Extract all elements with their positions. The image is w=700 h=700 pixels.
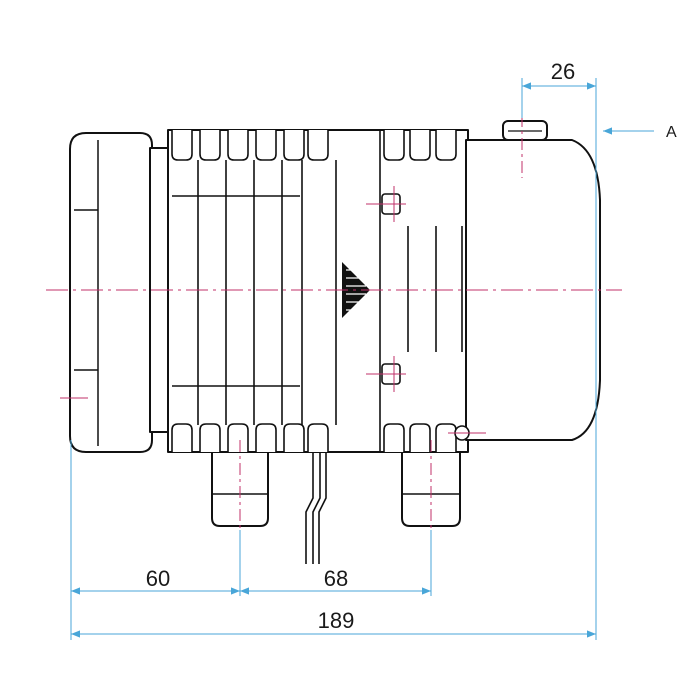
left-cap-inner	[74, 140, 99, 446]
compressor-body	[69, 120, 601, 527]
cooling-fins-top	[171, 130, 457, 161]
fin-tooth-top	[307, 130, 329, 161]
fin-tooth-bottom	[283, 423, 305, 452]
fin-tooth-bottom	[383, 423, 405, 452]
dim-top-value: 26	[551, 59, 575, 84]
dimension-lines	[70, 78, 654, 640]
fin-tooth-top	[283, 130, 305, 161]
fin-tooth-top	[435, 130, 457, 161]
fin-tooth-top	[227, 130, 249, 161]
fin-tooth-top	[199, 130, 221, 161]
fin-tooth-bottom	[409, 423, 431, 452]
block-ribs	[172, 130, 463, 452]
fin-tooth-top	[171, 130, 193, 161]
fin-tooth-bottom	[199, 423, 221, 452]
fin-tooth-top	[255, 130, 277, 161]
cylinder-block	[167, 129, 469, 453]
dim-left-value: 60	[146, 566, 170, 591]
fin-tooth-bottom	[307, 423, 329, 452]
fin-tooth-top	[409, 130, 431, 161]
arrow-hatch	[346, 269, 366, 311]
left-end-cap	[69, 132, 153, 453]
centerlines	[46, 115, 622, 530]
dim-total-value: 189	[318, 608, 355, 633]
fin-tooth-bottom	[227, 423, 249, 452]
motor-housing	[465, 139, 601, 441]
fin-tooth-bottom	[255, 423, 277, 452]
fin-tooth-bottom	[435, 423, 457, 452]
view-label-a: A	[666, 124, 677, 141]
cooling-fins-bottom	[171, 423, 457, 452]
fin-tooth-top	[383, 130, 405, 161]
dim-middle-value: 68	[324, 566, 348, 591]
lead-wires	[305, 452, 327, 564]
fin-tooth-bottom	[171, 423, 193, 452]
